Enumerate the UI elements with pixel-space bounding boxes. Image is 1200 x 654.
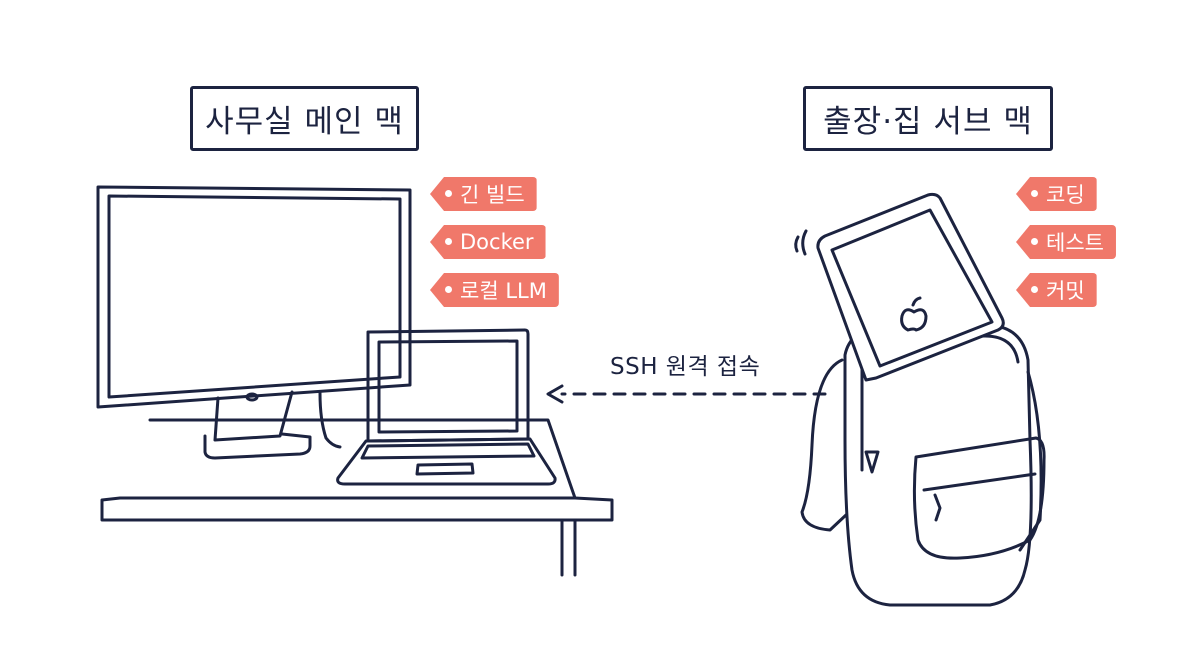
ssh-connection-arrow (546, 384, 827, 404)
office-laptop (336, 328, 557, 486)
tag-coding: 코딩 (1016, 177, 1097, 211)
ssh-remote-access-label: SSH 원격 접속 (610, 354, 761, 380)
tag-test: 테스트 (1016, 225, 1116, 259)
desk (100, 418, 614, 577)
motion-lines (794, 229, 808, 256)
tag-commit: 커밋 (1016, 273, 1097, 307)
travel-laptop (816, 192, 1005, 382)
travel-home-sub-mac-title: 출장·집 서브 맥 (803, 86, 1053, 151)
tag-docker: Docker (430, 225, 546, 259)
external-monitor (96, 185, 412, 460)
tag-local-llm: 로컬 LLM (430, 273, 559, 307)
apple-logo-icon (900, 296, 928, 332)
office-main-mac-title: 사무실 메인 맥 (190, 86, 419, 151)
backpack (800, 323, 1046, 607)
tag-long-build: 긴 빌드 (430, 177, 537, 211)
